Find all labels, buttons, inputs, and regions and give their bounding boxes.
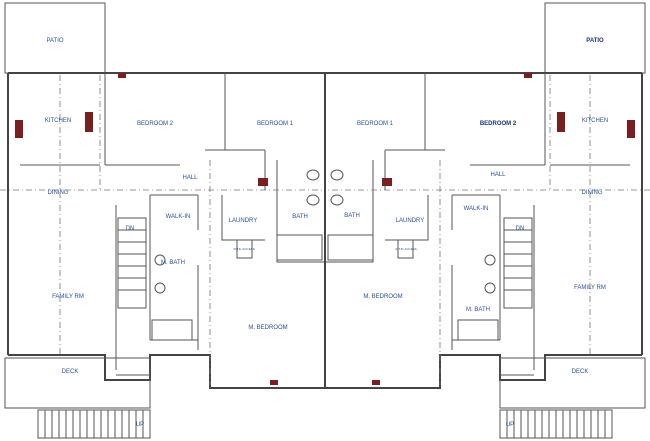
unit-right xyxy=(325,2,650,439)
label-patio: PATIO xyxy=(586,38,604,44)
bath-sink xyxy=(330,169,344,181)
attic-access xyxy=(236,239,253,259)
fixture-mark xyxy=(372,380,380,385)
label-kitchen: KITCHEN xyxy=(582,118,608,124)
interior-stairs xyxy=(117,217,147,309)
label-laundry: LAUNDRY xyxy=(229,218,258,224)
label-bedroom2: BEDROOM 2 xyxy=(480,121,517,127)
deck-stair-treads xyxy=(44,410,144,438)
dimension-lines xyxy=(0,75,325,385)
label-bedroom2: BEDROOM 2 xyxy=(137,121,174,127)
label-hall: HALL xyxy=(490,172,506,178)
fixture-mark xyxy=(524,73,532,78)
bath-sink xyxy=(306,194,320,206)
unit-left: PATIO KITCHEN BEDROOM 2 BEDROOM 1 HALL D… xyxy=(0,2,325,439)
label-up: UP xyxy=(506,422,514,428)
label-walkin: WALK-IN xyxy=(464,206,489,212)
shower xyxy=(151,319,193,341)
deck-outline xyxy=(499,357,646,409)
fixture-mark xyxy=(382,178,392,186)
label-dining: DINING xyxy=(48,190,69,196)
deck-outline xyxy=(4,357,151,409)
label-bedroom1: BEDROOM 1 xyxy=(357,121,394,127)
label-family: FAMILY RM xyxy=(574,285,606,291)
label-dining: DINING xyxy=(582,190,603,196)
label-mbath: M. BATH xyxy=(466,307,490,313)
kitchen-counter xyxy=(15,120,23,138)
dimension-lines xyxy=(325,75,650,385)
label-mbedroom: M. BEDROOM xyxy=(248,325,287,331)
bathtub xyxy=(276,234,323,261)
bathtub xyxy=(327,234,374,261)
label-up: UP xyxy=(136,422,144,428)
mbath-sink xyxy=(484,254,496,266)
label-mbath: M. BATH xyxy=(161,260,185,266)
label-laundry: LAUNDRY xyxy=(396,218,425,224)
label-kitchen: KITCHEN xyxy=(45,118,71,124)
fixture-mark xyxy=(258,178,268,186)
label-stairs: DN xyxy=(516,226,525,232)
interior-stairs xyxy=(503,217,533,309)
attic-access xyxy=(397,239,414,259)
mbath-sink xyxy=(154,282,166,294)
bath-sink xyxy=(330,194,344,206)
fixture-mark xyxy=(270,380,278,385)
label-bath: BATH xyxy=(292,214,308,220)
label-deck: DECK xyxy=(62,369,79,375)
kitchen-counter xyxy=(627,120,635,138)
label-stairs: DN xyxy=(126,226,135,232)
mbath-sink xyxy=(154,254,166,266)
unit-right-labels: PATIO KITCHEN BEDROOM 2 BEDROOM 1 HALL D… xyxy=(344,38,608,428)
label-patio: PATIO xyxy=(46,38,63,44)
label-mbedroom: M. BEDROOM xyxy=(363,294,402,300)
label-hall: HALL xyxy=(182,175,198,181)
label-walkin: WALK-IN xyxy=(166,214,191,220)
stair-treads xyxy=(118,229,146,291)
kitchen-range xyxy=(85,112,93,132)
label-attic: ATTIC ACCESS xyxy=(233,247,254,251)
label-family: FAMILY RM xyxy=(52,294,84,300)
label-attic: ATTIC ACCESS xyxy=(395,247,416,251)
label-deck: DECK xyxy=(572,369,589,375)
bath-sink xyxy=(306,169,320,181)
mbath-sink xyxy=(484,282,496,294)
stair-treads xyxy=(504,229,532,291)
kitchen-range xyxy=(557,112,565,132)
label-bath: BATH xyxy=(344,213,360,219)
label-bedroom1: BEDROOM 1 xyxy=(257,121,294,127)
fixture-mark xyxy=(118,73,126,78)
deck-stair-treads xyxy=(506,410,606,438)
shower xyxy=(457,319,499,341)
